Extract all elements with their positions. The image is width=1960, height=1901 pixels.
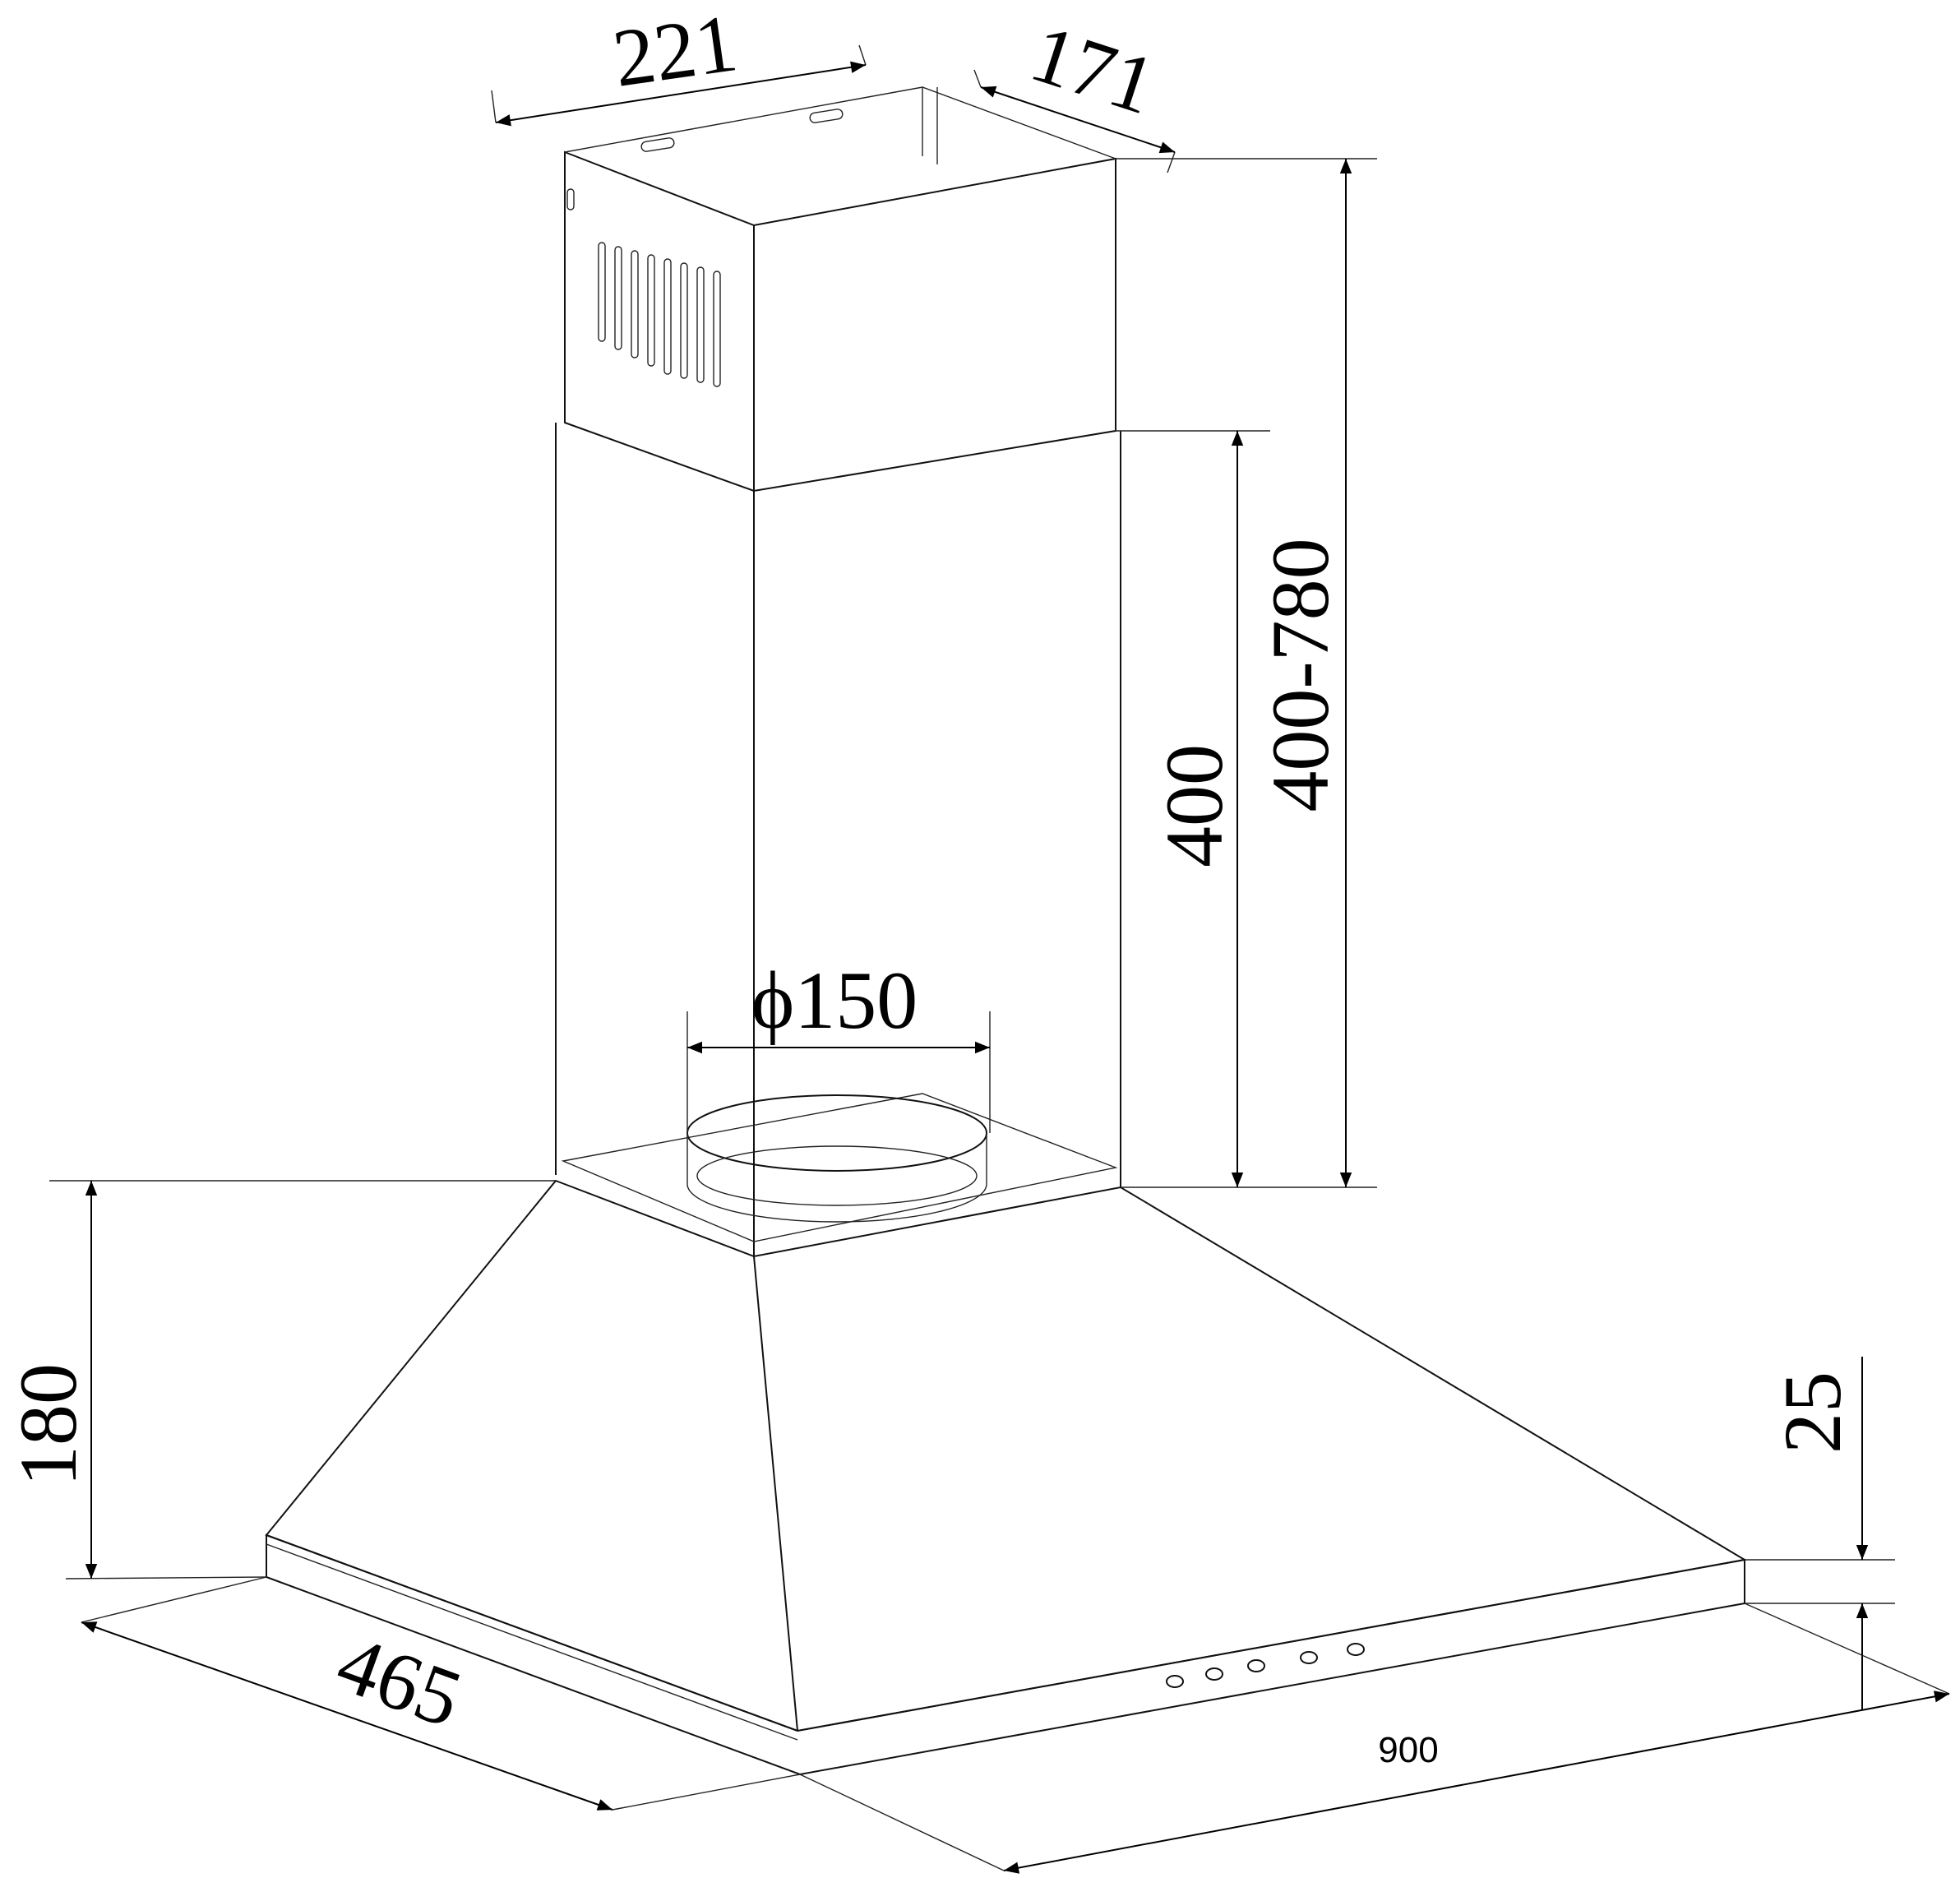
upper-chimney <box>564 86 1116 493</box>
control-button <box>1300 1651 1318 1664</box>
vent-slots <box>598 242 721 387</box>
label-400-780: 400-780 <box>1255 538 1346 812</box>
dim-line-465 <box>81 1621 613 1811</box>
lower-chimney <box>555 423 1121 1256</box>
label-171: 171 <box>1020 7 1166 132</box>
control-button <box>1205 1667 1223 1681</box>
control-button <box>1247 1659 1265 1672</box>
dimension-lines <box>81 61 1950 1874</box>
label-465: 465 <box>326 1617 473 1746</box>
label-221: 221 <box>608 0 742 104</box>
control-button <box>1347 1643 1365 1656</box>
dim-line-221 <box>495 61 867 127</box>
control-buttons <box>1166 1643 1365 1688</box>
label-25: 25 <box>1767 1371 1858 1454</box>
control-button <box>1166 1675 1184 1688</box>
hood-body <box>265 1179 1747 1776</box>
extension-lines <box>49 44 1950 1871</box>
label-900: 900 <box>1378 1730 1438 1770</box>
label-180: 180 <box>2 1363 94 1487</box>
dim-line-900 <box>1003 1691 1950 1874</box>
dimension-labels: 221 171 400-780 400 ϕ150 180 25 465 900 <box>2 0 1858 1770</box>
duct-collar <box>561 1093 1118 1242</box>
dim-line-171 <box>980 86 1176 154</box>
label-duct-diameter: ϕ150 <box>751 955 918 1046</box>
label-400: 400 <box>1149 744 1240 867</box>
